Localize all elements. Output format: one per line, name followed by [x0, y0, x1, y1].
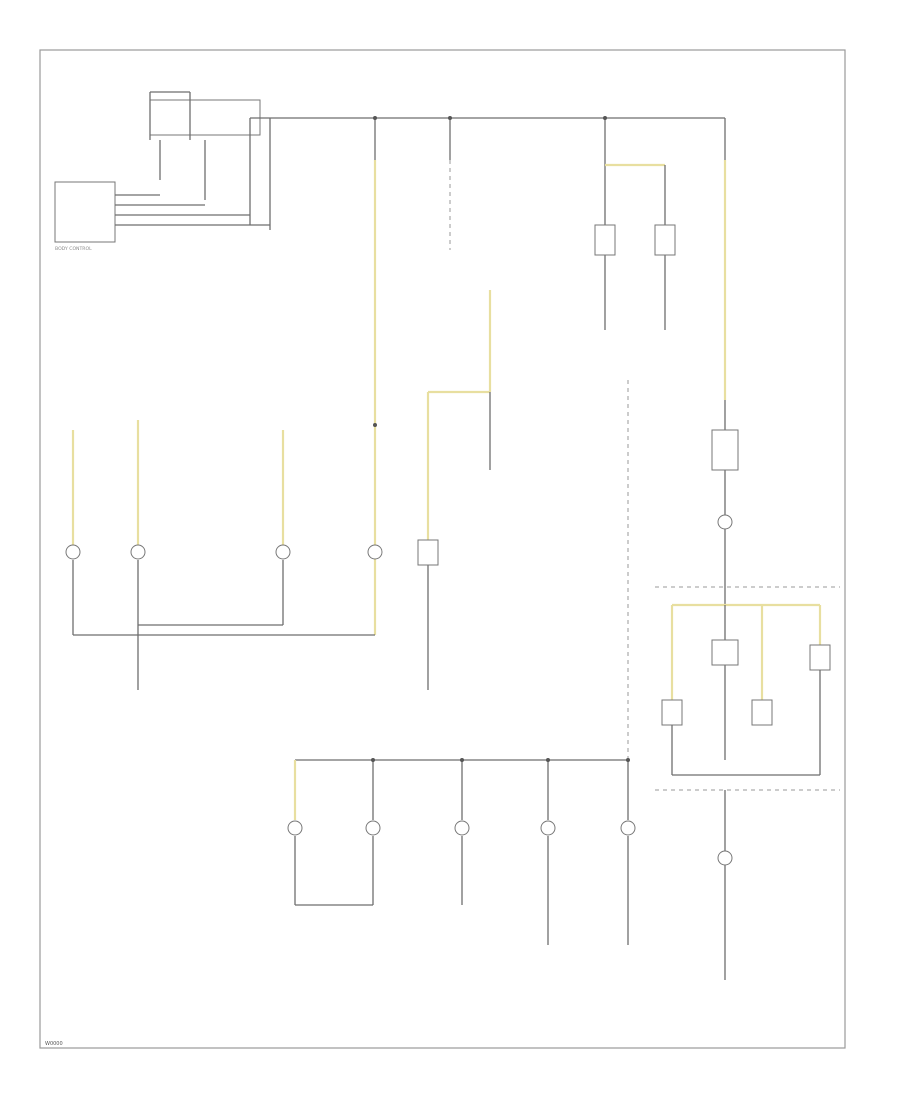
switch-left	[594, 224, 616, 256]
footer-code: W0000	[45, 1041, 63, 1047]
lamp-b2	[365, 820, 381, 836]
lamp-2	[130, 544, 146, 560]
lamp-4	[367, 544, 383, 560]
bcm-box	[54, 181, 116, 243]
lamp-b3	[454, 820, 470, 836]
fuse-block	[149, 91, 725, 230]
lamp-b1	[287, 820, 303, 836]
bcm-label: BODY CONTROL	[55, 246, 92, 252]
lamp-right-lower	[717, 850, 733, 866]
cluster-b	[661, 699, 683, 726]
fuse-block-box	[149, 99, 261, 136]
center-switch	[417, 539, 439, 566]
lamp-b4	[540, 820, 556, 836]
lamp-right-upper	[717, 514, 733, 530]
lamp-1	[65, 544, 81, 560]
diagram-frame	[39, 49, 846, 1049]
module-right	[711, 429, 739, 471]
lamp-b5	[620, 820, 636, 836]
cluster-d	[809, 644, 831, 671]
lamp-3	[275, 544, 291, 560]
cluster-a	[711, 639, 739, 666]
cluster-c	[751, 699, 773, 726]
switch-right	[654, 224, 676, 256]
body-control-module: BODY CONTROL	[54, 181, 270, 252]
